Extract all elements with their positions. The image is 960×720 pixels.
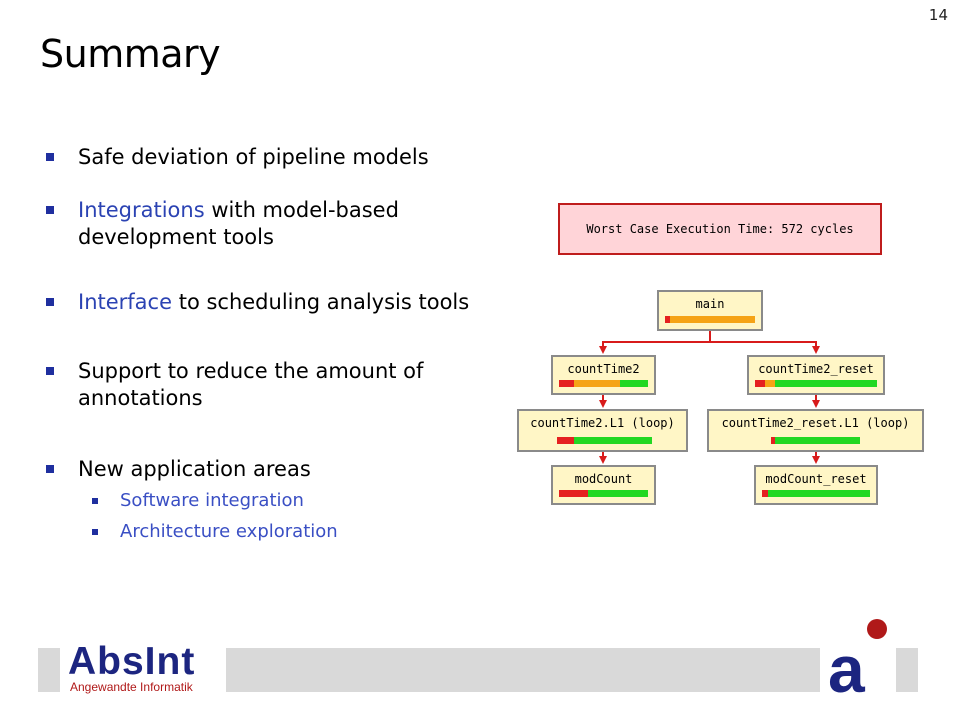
- node-bar: [771, 437, 860, 444]
- bar-segment: [588, 490, 648, 497]
- sub-bullet-text: Architecture exploration: [120, 521, 338, 542]
- bullet-text: to scheduling analysis tools: [172, 290, 470, 314]
- node-label: modCount_reset: [765, 472, 867, 486]
- edge-main-countTime2-reset: [710, 341, 820, 354]
- node-countTime2-reset-loop: countTime2_reset.L1 (loop): [707, 409, 924, 452]
- bullet-highlight: Integrations: [78, 198, 205, 222]
- bullet-text: with model-based: [204, 198, 399, 222]
- wcet-label: Worst Case Execution Time: 572 cycles: [586, 222, 854, 236]
- bar-segment: [764, 380, 775, 387]
- bar-segment: [619, 380, 648, 387]
- bullet-application-areas: New application areas: [44, 456, 524, 483]
- bar-segment: [665, 316, 671, 323]
- node-label: countTime2_reset.L1 (loop): [721, 416, 910, 430]
- square-bullet-icon: [46, 153, 54, 161]
- bullet-text: Support to reduce the amount of: [78, 359, 424, 383]
- page-number: 14: [928, 6, 948, 24]
- square-bullet-icon: [46, 367, 54, 375]
- bar-segment: [771, 437, 775, 444]
- node-countTime2: countTime2: [551, 355, 656, 395]
- node-countTime2-reset: countTime2_reset: [747, 355, 885, 395]
- node-bar: [557, 437, 652, 444]
- bar-segment: [774, 437, 860, 444]
- bar-segment: [574, 437, 652, 444]
- bullet-text: New application areas: [78, 457, 311, 481]
- node-bar: [762, 490, 870, 497]
- bullet-integrations: Integrations with model-based developmen…: [44, 197, 524, 251]
- bar-segment: [774, 380, 877, 387]
- square-bullet-icon: [46, 298, 54, 306]
- bullet-text-line2: development tools: [78, 225, 274, 249]
- sub-bullet-architecture-exploration: Architecture exploration: [44, 520, 524, 544]
- bullet-interface: Interface to scheduling analysis tools: [44, 289, 524, 316]
- bullet-highlight: Interface: [78, 290, 173, 314]
- bullet-text-line2: annotations: [78, 386, 203, 410]
- ai-logo-box: a: [820, 618, 896, 706]
- sub-bullet-text: Software integration: [120, 490, 304, 511]
- sub-bullet-software-integration: Software integration: [44, 489, 524, 513]
- square-bullet-icon: [92, 498, 98, 504]
- square-bullet-icon: [92, 529, 98, 535]
- node-bar: [559, 380, 648, 387]
- bullet-annotations: Support to reduce the amount of annotati…: [44, 358, 524, 412]
- bar-segment: [557, 437, 575, 444]
- bullet-text: Safe deviation of pipeline models: [78, 145, 429, 169]
- node-countTime2-loop: countTime2.L1 (loop): [517, 409, 688, 452]
- node-label: countTime2: [567, 362, 640, 376]
- node-label: main: [695, 297, 725, 311]
- node-bar: [559, 490, 648, 497]
- bar-segment: [755, 380, 765, 387]
- svg-text:a: a: [828, 632, 866, 700]
- node-bar: [755, 380, 877, 387]
- node-modCount: modCount: [551, 465, 656, 505]
- bar-segment: [768, 490, 870, 497]
- absint-logo-subtitle: Angewandte Informatik: [70, 680, 193, 694]
- node-modCount-reset: modCount_reset: [754, 465, 878, 505]
- square-bullet-icon: [46, 465, 54, 473]
- edge-main-countTime2: [599, 331, 711, 354]
- bar-segment: [574, 380, 620, 387]
- node-label: countTime2_reset: [758, 362, 874, 376]
- node-label: countTime2.L1 (loop): [530, 416, 675, 430]
- bullet-list: Safe deviation of pipeline models Integr…: [44, 144, 524, 544]
- ai-logo-icon: a: [828, 619, 887, 706]
- square-bullet-icon: [46, 206, 54, 214]
- slide-title: Summary: [40, 32, 221, 76]
- node-main: main: [657, 290, 763, 331]
- node-bar: [665, 316, 755, 323]
- bar-segment: [559, 490, 589, 497]
- node-label: modCount: [574, 472, 633, 486]
- logo-box: [60, 642, 226, 698]
- absint-logo: AbsInt: [68, 640, 196, 683]
- bar-segment: [762, 490, 769, 497]
- wcet-box: Worst Case Execution Time: 572 cycles: [558, 203, 882, 255]
- bar-segment: [559, 380, 575, 387]
- bullet-pipeline: Safe deviation of pipeline models: [44, 144, 524, 171]
- bar-segment: [670, 316, 755, 323]
